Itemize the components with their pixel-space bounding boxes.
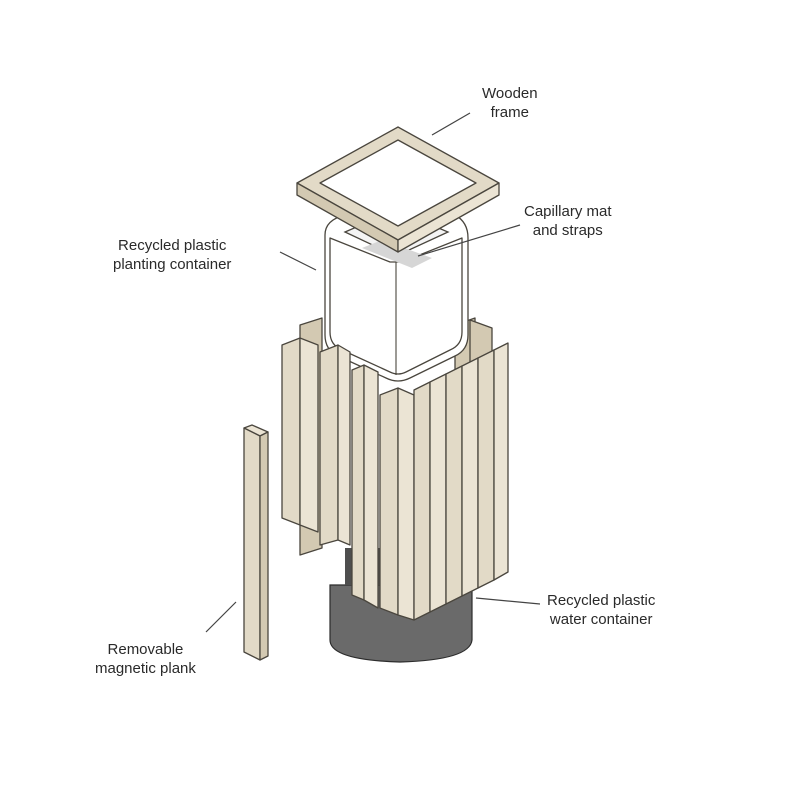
- leader-capillary-mat: [417, 224, 521, 257]
- label-water-container: Recycled plastic water container: [547, 592, 656, 628]
- leader-lines: [205, 112, 541, 633]
- leader-magnetic-plank: [205, 601, 237, 633]
- label-planting-container: Recycled plastic planting container: [113, 237, 232, 273]
- label-wooden-frame: Wooden frame: [482, 85, 538, 121]
- magnetic-plank: [243, 424, 269, 661]
- capillary-mat: [362, 240, 432, 268]
- label-capillary-mat: Capillary mat and straps: [524, 203, 612, 239]
- leader-wooden-frame: [431, 112, 471, 136]
- planter-slats-front-left: [281, 337, 379, 609]
- planter-slats-front-right: [379, 342, 509, 621]
- leader-water-container: [475, 597, 541, 605]
- label-magnetic-plank: Removable magnetic plank: [95, 641, 196, 677]
- wooden-frame: [296, 126, 500, 253]
- leader-planting-container: [279, 251, 317, 271]
